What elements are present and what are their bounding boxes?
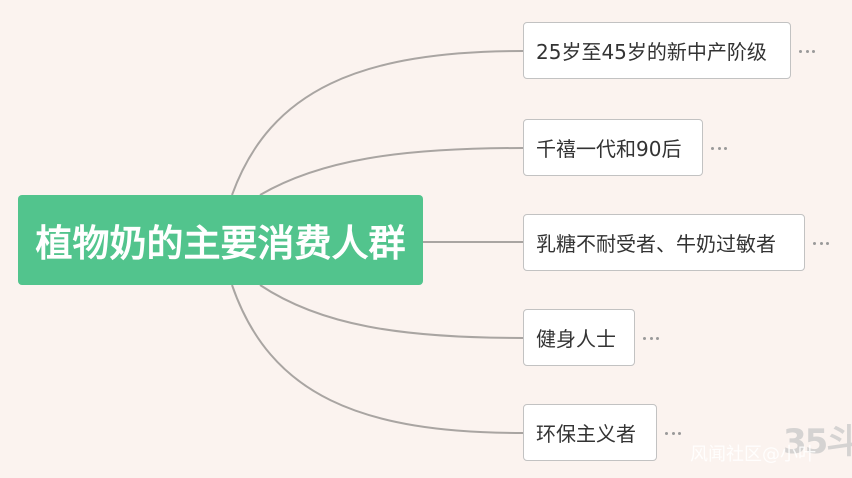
- topic-new-middle-class[interactable]: 25岁至45岁的新中产阶级: [523, 22, 791, 79]
- root-topic[interactable]: 植物奶的主要消费人群: [18, 195, 423, 285]
- connector-line-2: [259, 147, 524, 196]
- topic-fitness[interactable]: 健身人士: [523, 309, 635, 366]
- topic-label: 千禧一代和90后: [536, 137, 682, 161]
- topic-lactose-intolerant[interactable]: 乳糖不耐受者、牛奶过敏者: [523, 214, 805, 271]
- connector-line-1: [231, 50, 524, 196]
- topic-label: 乳糖不耐受者、牛奶过敏者: [536, 232, 776, 256]
- topic-environmentalists[interactable]: 环保主义者: [523, 404, 657, 461]
- more-options-icon[interactable]: [711, 143, 727, 153]
- topic-label: 环保主义者: [536, 422, 636, 446]
- topic-millennials[interactable]: 千禧一代和90后: [523, 119, 703, 176]
- more-options-icon[interactable]: [665, 428, 681, 438]
- watermark-logo: 35斗: [783, 422, 852, 462]
- watermark-text: 风闻社区@小叶: [690, 444, 816, 465]
- more-options-icon[interactable]: [813, 238, 829, 248]
- topic-label: 25岁至45岁的新中产阶级: [536, 40, 767, 64]
- connector-line-4: [259, 284, 524, 339]
- topic-label: 健身人士: [536, 327, 616, 351]
- more-options-icon[interactable]: [643, 333, 659, 343]
- connector-line-5: [231, 284, 524, 434]
- more-options-icon[interactable]: [799, 46, 815, 56]
